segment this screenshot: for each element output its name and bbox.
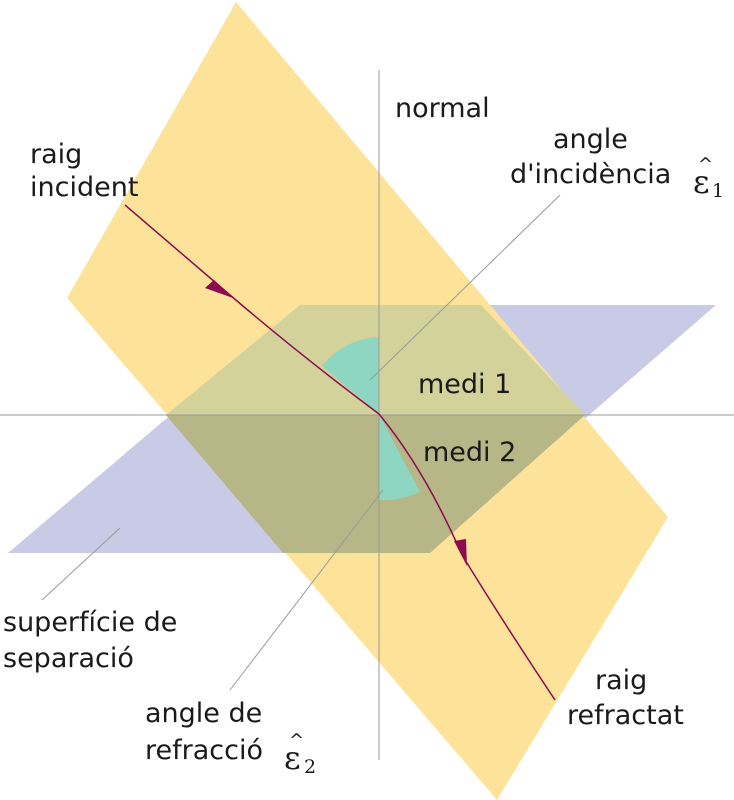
surface-label-2: separació xyxy=(3,643,134,674)
angle-refraction-label-1: angle de xyxy=(145,698,262,729)
angle-incidence-label-2: d'incidència xyxy=(510,159,671,190)
incident-ray-arrowhead xyxy=(205,280,233,298)
angle-refraction-symbol: ε xyxy=(284,739,301,777)
normal-label: normal xyxy=(395,93,490,124)
angle-incidence-symbol: ε xyxy=(693,163,710,201)
refracted-ray-arrowhead xyxy=(454,539,467,566)
angle-incidence-hat: ^ xyxy=(698,154,713,175)
surface-label-1: superfície de xyxy=(3,607,177,638)
incident-ray xyxy=(124,204,380,415)
incident-ray-label-1: raig xyxy=(30,139,82,170)
leader-angle-refraction xyxy=(229,489,384,691)
angle-incidence-sector xyxy=(322,337,379,414)
refracted-ray-label-2: refractat xyxy=(567,700,684,731)
medium-1-label: medi 1 xyxy=(418,369,511,400)
angle-refraction-hat: ^ xyxy=(289,730,304,751)
angle-refraction-subscript: 2 xyxy=(304,756,316,778)
leader-angle-incidence xyxy=(369,194,561,381)
overlap-medium-2 xyxy=(166,415,585,553)
leader-surface xyxy=(41,527,121,601)
angle-refraction-label-2: refracció xyxy=(145,735,263,766)
medium-2-label: medi 2 xyxy=(423,437,516,468)
angle-incidence-label-1: angle xyxy=(553,124,628,155)
incident-ray-label-2: incident xyxy=(30,172,138,203)
refracted-ray-label-1: raig xyxy=(595,665,647,696)
angle-incidence-subscript: 1 xyxy=(712,180,724,202)
angle-refraction-sector xyxy=(379,414,420,501)
